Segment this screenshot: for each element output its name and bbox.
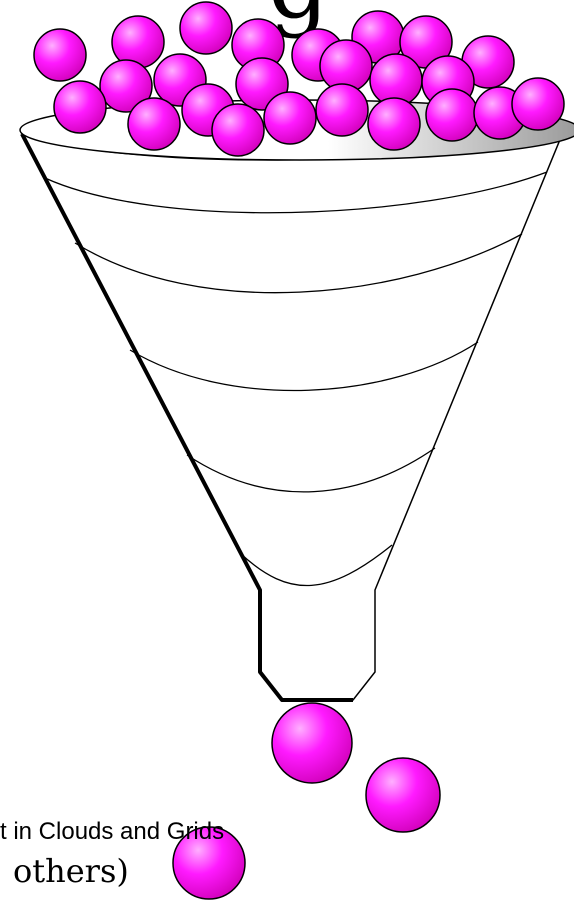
caption-line-2: others) [13,855,129,887]
ball [212,104,264,156]
ball [368,98,420,150]
ball [426,89,478,141]
ball [54,81,106,133]
ball [180,2,232,54]
ball [512,78,564,130]
falling-ball [272,703,352,783]
ball [264,92,316,144]
falling-balls [173,703,440,899]
falling-ball [366,758,440,832]
ball [128,98,180,150]
ball [34,29,86,81]
caption-line-1: t in Clouds and Grids [0,820,224,844]
ball [316,84,368,136]
funnel-body [22,125,566,700]
